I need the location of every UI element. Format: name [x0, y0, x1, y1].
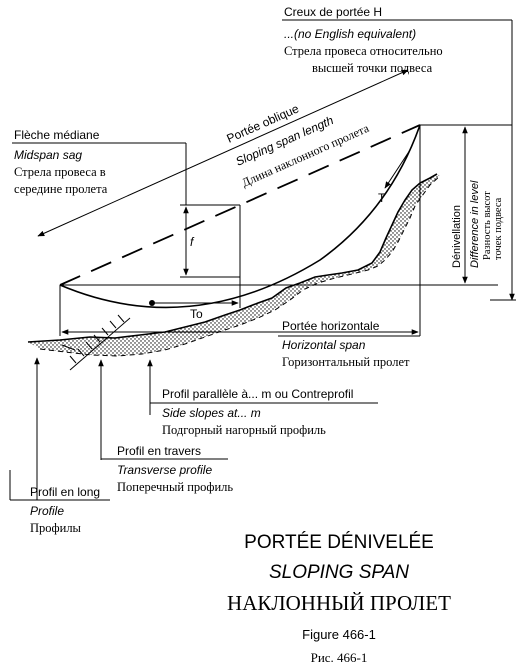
- midspan-sag-en: Midspan sag: [14, 148, 82, 162]
- sag-h-ru1: Стрела провеса относительно: [284, 44, 443, 58]
- transverse-fr: Profil en travers: [117, 444, 201, 458]
- side-slopes-fr: Profil parallèle à... m ou Contreprofil: [162, 387, 353, 401]
- difference-ru2: точек подвеса: [493, 197, 504, 260]
- side-slopes-en: Side slopes at... m: [162, 406, 261, 420]
- difference-en: Difference in level: [469, 180, 481, 268]
- midspan-sag-ru2: середине пролета: [14, 182, 108, 196]
- profile-ru: Профилы: [30, 521, 82, 535]
- title-fr: PORTÉE DÉNIVELÉE: [244, 532, 434, 553]
- profile-en: Profile: [30, 504, 64, 518]
- terrain-profile: [28, 174, 440, 356]
- figure-ru: Рис. 466-1: [311, 650, 368, 665]
- sag-h-ru2: высшей точки подвеса: [312, 61, 433, 75]
- midspan-sag-fr: Flèche médiane: [14, 128, 100, 142]
- title-en: SLOPING SPAN: [269, 562, 409, 583]
- side-slopes-ru: Подгорный нагорный профиль: [162, 423, 326, 437]
- midspan-h-label: f: [190, 235, 195, 249]
- figure-en: Figure 466-1: [302, 627, 376, 642]
- transverse-ru: Поперечный профиль: [117, 480, 233, 494]
- midspan-sag-ru1: Стрела провеса в: [14, 165, 106, 179]
- difference-fr: Dénivellation: [451, 205, 463, 268]
- horizontal-span-ru: Горизонтальный пролет: [282, 355, 410, 369]
- difference-ru1: Разность высот: [482, 191, 493, 260]
- horizontal-span-en: Horizontal span: [282, 338, 366, 352]
- horizontal-span-fr: Portée horizontale: [282, 319, 380, 333]
- to-label: To: [190, 307, 203, 321]
- sag-h-en: ...(no English equivalent): [284, 27, 416, 41]
- transverse-hatch: [61, 314, 131, 371]
- sag-h-fr: Creux de portée H: [284, 5, 382, 19]
- t-arrow: [384, 149, 411, 189]
- t-label: T: [378, 191, 386, 205]
- title-ru: НАКЛОННЫЙ ПРОЛЕТ: [227, 591, 451, 615]
- sloping-span-arrow: [37, 69, 409, 237]
- transverse-en: Transverse profile: [117, 463, 212, 477]
- profile-fr: Profil en long: [30, 485, 100, 499]
